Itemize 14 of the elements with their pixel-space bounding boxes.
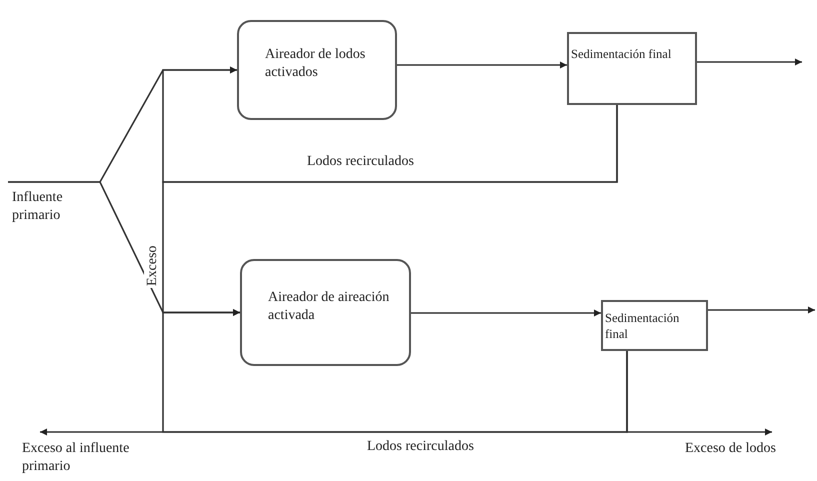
flow-arrow — [697, 58, 802, 66]
process-box — [567, 32, 697, 105]
box-label: Aireador de aireación activada — [268, 289, 390, 326]
process-box — [240, 259, 411, 366]
inlet-label: Influente primario — [8, 182, 100, 232]
flow-arrow — [40, 351, 628, 436]
flow-arrow — [708, 306, 815, 314]
box-label: Aireador de lodos activados — [265, 46, 366, 82]
process-box — [237, 20, 397, 120]
process-box — [601, 300, 708, 351]
flow-arrow — [397, 62, 567, 68]
flow-arrow — [411, 310, 601, 316]
box-label: Sedimentación final — [571, 46, 672, 62]
box-label: Sedimentación final — [605, 310, 680, 342]
